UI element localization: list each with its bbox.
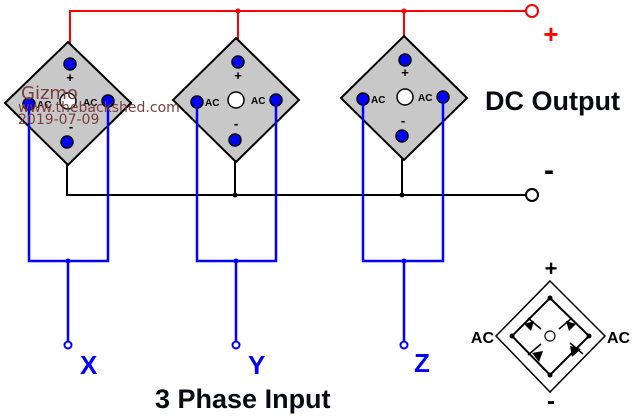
positive-bus-main-wire [69, 10, 526, 64]
symbol-plus-label: + [545, 256, 558, 281]
phase-x-junction-dot [65, 258, 71, 264]
diode-icon-upper-left [524, 317, 542, 331]
output-title: DC Output [485, 86, 620, 116]
diode-icon-lower-left [527, 343, 543, 362]
ac-left-label: AC [205, 98, 219, 109]
plus-pin [231, 55, 245, 69]
symbol-outer-diamond [494, 279, 607, 394]
bridge-rectifier-symbol: + - AC AC [471, 256, 631, 415]
bridge-rectifier-3: + - AC AC [339, 34, 469, 162]
symbol-node-right [586, 333, 592, 339]
watermark: Gizmo www.thebackshed.com 2019-07-09 [18, 83, 180, 128]
positive-output-terminal [525, 4, 539, 18]
input-title: 3 Phase Input [155, 384, 331, 414]
symbol-ac-right-label: AC [607, 330, 631, 347]
watermark-site: www.thebackshed.com [18, 100, 180, 116]
phase-z-junction-dot [401, 258, 407, 264]
plus-label: + [66, 70, 74, 85]
mounting-hole [59, 92, 77, 110]
ac-left-label: AC [37, 100, 51, 111]
ac-input-wiring [27, 97, 445, 350]
symbol-minus-label: - [547, 388, 555, 415]
symbol-ac-left-label: AC [471, 330, 495, 347]
positive-output-label: + [543, 19, 558, 49]
minus-label: - [234, 116, 238, 131]
positive-junction-dot [235, 8, 241, 14]
bridge-rectifier-2: + - AC AC [171, 36, 301, 164]
diode-icon-lower-right [569, 342, 584, 357]
phase-y-terminal [231, 340, 241, 350]
plus-label: + [401, 65, 409, 80]
bridge-rectifier-1: + - AC AC [3, 40, 133, 167]
phase-z-terminal [399, 340, 409, 350]
negative-output-label: - [544, 154, 554, 187]
mounting-hole [396, 88, 414, 106]
ac-left-label: AC [371, 95, 385, 106]
minus-label: - [401, 113, 405, 128]
positive-bus [69, 4, 539, 64]
plus-label: + [234, 68, 242, 83]
phase-label-x: X [80, 350, 98, 380]
watermark-date: 2019-07-09 [18, 112, 99, 128]
minus-label: - [69, 119, 73, 134]
phase-x-terminal [63, 340, 73, 350]
mounting-hole [227, 91, 245, 109]
positive-junction-dot [401, 8, 407, 14]
diode-icon-upper-right [558, 317, 576, 331]
phase-label-z: Z [414, 348, 430, 378]
minus-pin [228, 133, 242, 147]
symbol-node-left [509, 333, 515, 339]
negative-bus-main-wire [66, 142, 526, 196]
negative-junction-dot [399, 192, 405, 198]
minus-pin [395, 129, 409, 143]
minus-pin [60, 135, 74, 149]
negative-output-terminal [525, 188, 539, 202]
plus-pin [398, 53, 412, 67]
negative-junction-dot [232, 192, 238, 198]
ac-right-label: AC [251, 96, 265, 107]
plus-pin [63, 57, 77, 71]
symbol-node-top [547, 295, 553, 301]
phase-label-y: Y [248, 350, 265, 380]
negative-bus [66, 136, 539, 202]
symbol-node-bottom [547, 372, 553, 378]
watermark-author: Gizmo [21, 83, 78, 104]
ac-right-label: AC [418, 93, 432, 104]
symbol-center-hole [544, 330, 556, 342]
ac-right-label: AC [83, 98, 97, 109]
phase-y-junction-dot [233, 258, 239, 264]
